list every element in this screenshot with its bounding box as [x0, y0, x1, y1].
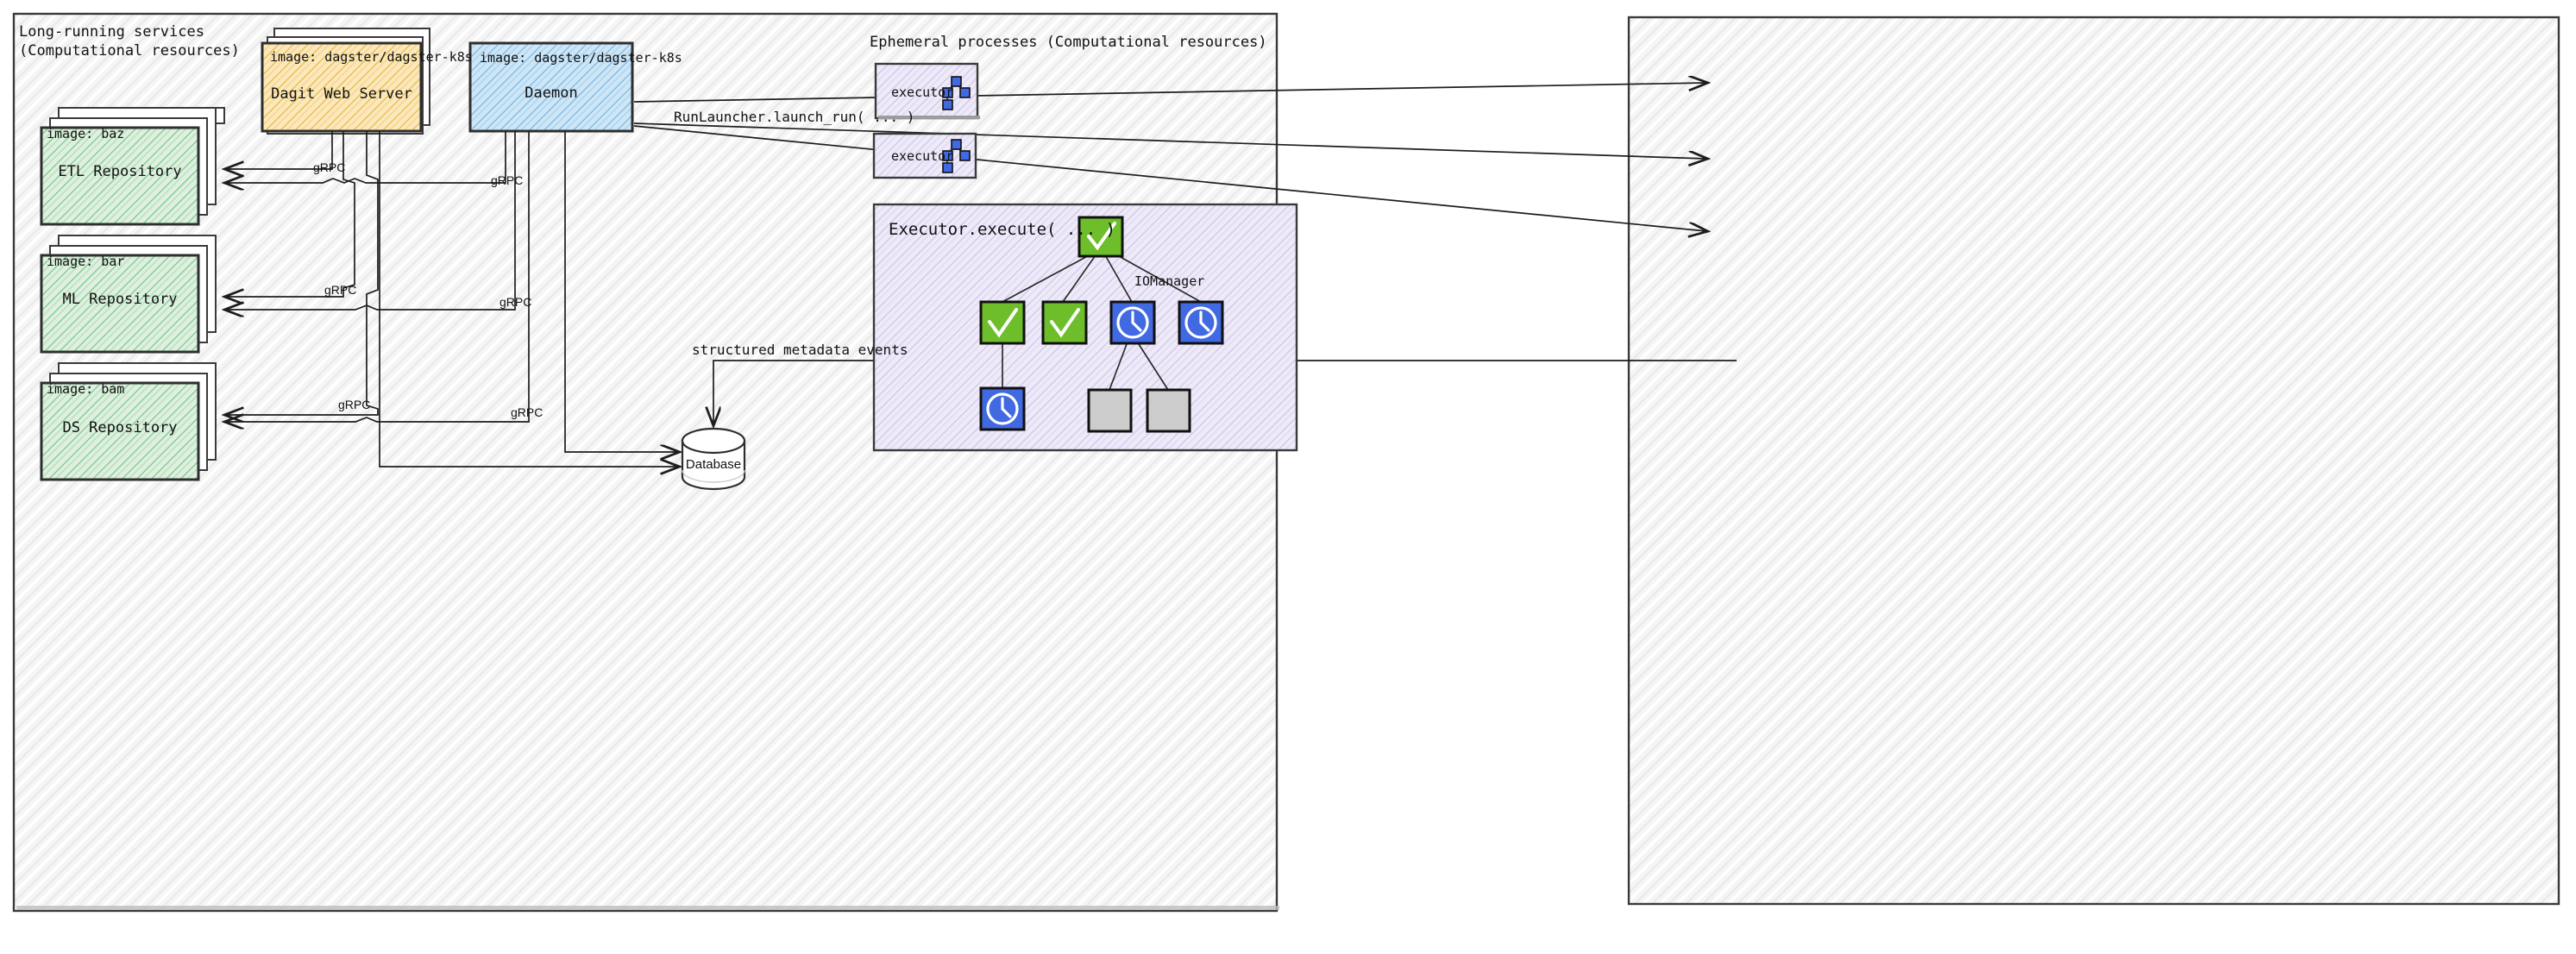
run-launcher-edges	[633, 83, 1706, 231]
database-label: Database	[685, 457, 742, 472]
metadata-events-edge	[713, 360, 1737, 424]
repo-ml-image: image: bar	[47, 254, 125, 269]
repository-card-etl[interactable]	[40, 107, 225, 226]
grpc-label: gRPC	[324, 283, 357, 297]
grpc-label: gRPC	[491, 173, 524, 187]
node-child-queued-1[interactable]	[1109, 300, 1156, 345]
panel-ephemeral-label: Ephemeral processes (Computational resou…	[870, 34, 1267, 51]
service-card-daemon[interactable]	[468, 41, 634, 133]
grpc-label: gRPC	[511, 405, 543, 419]
grpc-edges	[226, 131, 678, 467]
daemon-title: Daemon	[525, 85, 578, 102]
node-child-queued-2[interactable]	[1178, 300, 1224, 345]
metadata-events-label: structured metadata events	[692, 342, 908, 358]
repo-etl-image: image: baz	[47, 126, 125, 141]
repository-card-ds[interactable]	[40, 362, 217, 481]
panel-long-running-label: Long-running services(Computational reso…	[19, 23, 240, 60]
repository-card-ml[interactable]	[40, 235, 217, 354]
node-grandchild-pending-2[interactable]	[1146, 388, 1191, 433]
repo-ds-image: image: bam	[47, 381, 125, 397]
node-grandchild-pending-1[interactable]	[1087, 388, 1133, 433]
grpc-label: gRPC	[499, 295, 532, 309]
node-root-success[interactable]	[1078, 216, 1124, 258]
grpc-label: gRPC	[338, 398, 371, 411]
node-child-success-2[interactable]	[1041, 300, 1088, 345]
dagit-image-label: image: dagster/dagster-k8s	[270, 49, 473, 65]
dag-icon	[942, 76, 971, 110]
dag-icon	[942, 139, 971, 173]
iomanager-label: IOManager	[1134, 273, 1205, 289]
repo-etl-title: ETL Repository	[58, 163, 182, 180]
daemon-image-label: image: dagster/dagster-k8s	[480, 50, 682, 66]
grpc-label: gRPC	[313, 160, 346, 174]
repo-ml-title: ML Repository	[62, 291, 178, 308]
database-cylinder[interactable]	[681, 427, 746, 491]
executor-label: executor	[891, 148, 954, 164]
run-launcher-label: RunLauncher.launch_run( ... )	[674, 109, 915, 125]
dagit-title: Dagit Web Server	[271, 85, 412, 103]
node-child-success-1[interactable]	[979, 300, 1026, 345]
executor-label: executor	[891, 85, 954, 100]
repo-ds-title: DS Repository	[62, 419, 178, 436]
node-graph-edges	[1002, 251, 1202, 391]
node-grandchild-queued[interactable]	[979, 386, 1026, 431]
service-card-dagit[interactable]	[261, 28, 430, 135]
panel-ephemeral-processes	[1627, 16, 2560, 906]
executor-execute-label: Executor.execute( ... )	[889, 220, 1116, 239]
